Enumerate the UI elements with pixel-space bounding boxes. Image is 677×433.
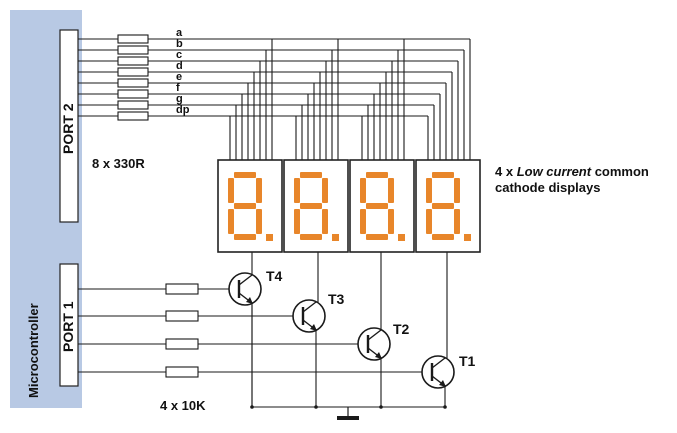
- segment-resistor-d: [117, 67, 149, 77]
- segment-label-a: a: [176, 27, 183, 39]
- microcontroller-label: Microcontroller: [26, 303, 41, 398]
- base-resistor-label: 4 x 10K: [160, 398, 206, 413]
- segment-label-dp: dp: [176, 104, 190, 116]
- display-segment: [388, 209, 394, 234]
- port2-box: [59, 29, 79, 223]
- display-dp-segment: [464, 234, 471, 241]
- transistor-collector: [367, 329, 382, 341]
- display-segment: [300, 234, 322, 240]
- port1-box: [59, 263, 79, 387]
- transistor-arrow: [439, 380, 446, 387]
- segment-resistor-c: [117, 56, 149, 66]
- transistor-t2: T2: [357, 321, 410, 361]
- display-dp-segment: [398, 234, 405, 241]
- transistor-collector: [302, 301, 317, 313]
- segment-label-d: d: [176, 60, 183, 72]
- transistor-t3: T3: [292, 291, 345, 333]
- transistor-body: [357, 327, 391, 361]
- display-segment: [322, 178, 328, 203]
- base-resistor: [165, 310, 199, 322]
- base-resistor: [165, 366, 199, 378]
- port2-label: PORT 2: [60, 103, 76, 154]
- display-dp-segment: [332, 234, 339, 241]
- display-description-line1: 4 x Low current common: [495, 164, 649, 179]
- display-segment: [426, 178, 432, 203]
- display-segment: [426, 209, 432, 234]
- display-segment: [322, 209, 328, 234]
- display-dp-segment: [266, 234, 273, 241]
- segment-label-g: g: [176, 93, 183, 105]
- segment-resistor-e: [117, 78, 149, 88]
- display-segment: [360, 178, 366, 203]
- segment-resistor-a: [117, 34, 149, 44]
- seven-segment-displays: [217, 159, 481, 253]
- transistor-collector: [431, 357, 446, 369]
- transistor-t4: T4: [228, 268, 283, 306]
- segment-label-f: f: [176, 82, 180, 94]
- transistor-arrow: [310, 324, 317, 331]
- display-segment: [294, 209, 300, 234]
- display-4: [415, 159, 481, 253]
- segment-label-b: b: [176, 38, 183, 50]
- transistor-body: [421, 355, 455, 389]
- display-segment: [228, 209, 234, 234]
- segment-resistor-label: 8 x 330R: [92, 156, 145, 171]
- base-resistor-array: [165, 283, 199, 378]
- segment-resistor-f: [117, 89, 149, 99]
- display-segment: [366, 234, 388, 240]
- display-segment: [432, 172, 454, 178]
- display-description-line2: cathode displays: [495, 180, 600, 195]
- display-segment: [454, 178, 460, 203]
- display-segment: [454, 209, 460, 234]
- display-3: [349, 159, 415, 253]
- display-segment: [234, 172, 256, 178]
- segment-resistor-dp: [117, 111, 149, 121]
- display-segment: [234, 203, 256, 209]
- display-1: [217, 159, 283, 253]
- display-segment: [294, 178, 300, 203]
- port1-label: PORT 1: [60, 301, 76, 352]
- transistor-t1: T1: [421, 353, 476, 389]
- display-segment: [234, 234, 256, 240]
- transistor-body: [292, 299, 326, 333]
- segment-label-e: e: [176, 71, 182, 83]
- display-segment: [228, 178, 234, 203]
- segment-resistor-b: [117, 45, 149, 55]
- display-segment: [432, 203, 454, 209]
- transistor-label: T1: [459, 353, 476, 369]
- transistor-collector: [238, 274, 253, 286]
- display-segment: [366, 172, 388, 178]
- display-segment: [300, 172, 322, 178]
- base-resistor: [165, 338, 199, 350]
- display-segment: [300, 203, 322, 209]
- display-2: [283, 159, 349, 253]
- segment-resistor-g: [117, 100, 149, 110]
- display-segment: [366, 203, 388, 209]
- transistor-arrow: [246, 297, 253, 304]
- transistor-arrow: [375, 352, 382, 359]
- transistor-label: T3: [328, 291, 345, 307]
- transistor-label: T2: [393, 321, 410, 337]
- display-segment: [432, 234, 454, 240]
- base-resistor: [165, 283, 199, 295]
- segment-label-c: c: [176, 49, 182, 61]
- segment-resistor-array: [117, 34, 149, 121]
- wiring: [78, 38, 471, 409]
- transistor-label: T4: [266, 268, 283, 284]
- display-segment: [388, 178, 394, 203]
- display-segment: [256, 178, 262, 203]
- display-segment: [256, 209, 262, 234]
- display-segment: [360, 209, 366, 234]
- transistor-body: [228, 272, 262, 306]
- ground-symbol: [337, 407, 359, 420]
